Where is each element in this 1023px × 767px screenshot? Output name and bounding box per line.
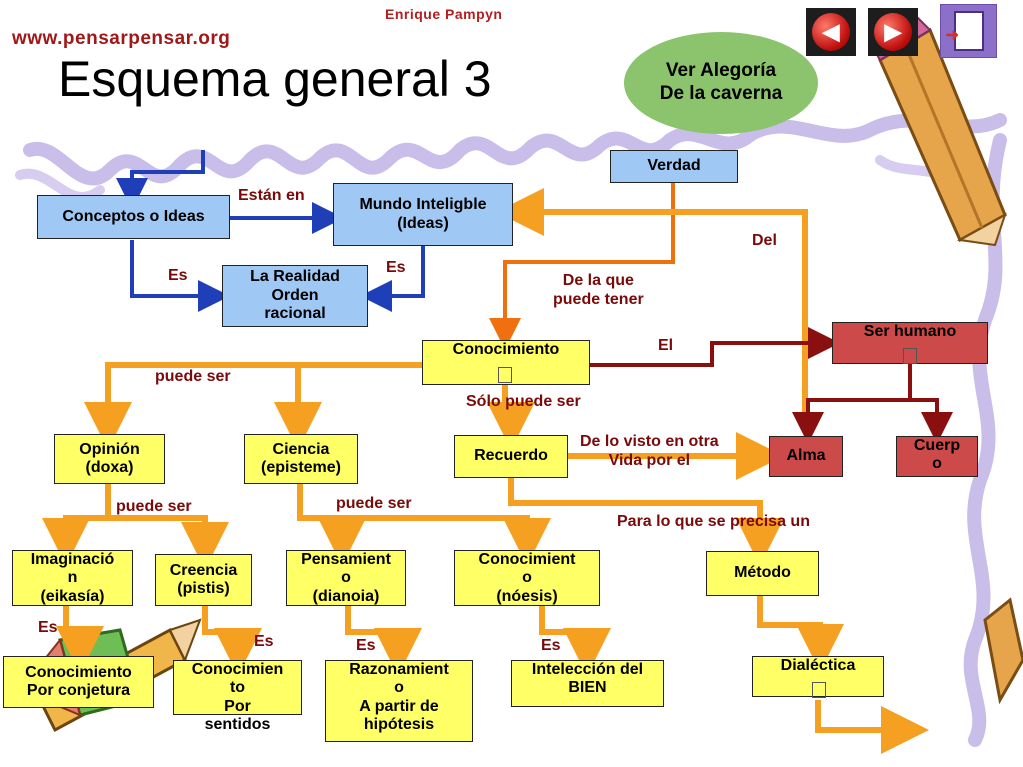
node-razonamiento[interactable]: Razonamient o A partir de hipótesis xyxy=(325,660,473,742)
placeholder-mark xyxy=(903,348,917,364)
connector-dialectica-out xyxy=(815,700,929,754)
label-es-conceptos: Es xyxy=(168,267,188,284)
connector-verdad-to-conocimiento xyxy=(489,183,675,350)
node-ciencia[interactable]: Ciencia (episteme) xyxy=(244,434,358,484)
label-es-pensamiento: Es xyxy=(356,637,376,654)
node-opinion[interactable]: Opinión (doxa) xyxy=(54,434,165,484)
node-metodo[interactable]: Método xyxy=(706,551,819,596)
connector-pensamiento-to-razonamiento xyxy=(345,606,422,676)
connector-conocimiento-to-ser-humano xyxy=(590,327,840,367)
connector-noesis-to-inteleccion xyxy=(539,606,611,676)
label-puede-ser-opinion: puede ser xyxy=(116,498,192,515)
label-es-mundo: Es xyxy=(386,259,406,276)
label-estan-en: Están en xyxy=(238,187,305,204)
label-solo-puede-ser: Sólo puede ser xyxy=(466,393,581,410)
label-es-noesis: Es xyxy=(541,637,561,654)
connector-top-to-conceptos xyxy=(116,150,205,210)
connector-conceptos-to-realidad xyxy=(130,240,230,312)
connector-imag-to-conjetura xyxy=(56,606,104,674)
exit-button[interactable]: ➜ xyxy=(940,4,997,58)
connector-to-creencia xyxy=(108,515,229,570)
node-imaginacion[interactable]: Imaginació n (eikasía) xyxy=(12,550,133,606)
connector-recuerdo-to-metodo xyxy=(508,478,784,566)
node-sentidos[interactable]: Conocimien to Por sentidos xyxy=(173,660,302,733)
label-puede-ser-conocimiento: puede ser xyxy=(155,368,231,385)
exit-door-icon: ➜ xyxy=(946,11,984,51)
node-conocimiento-noesis[interactable]: Conocimient o (nóesis) xyxy=(454,550,600,606)
label-el: El xyxy=(658,337,674,354)
node-alma[interactable]: Alma xyxy=(769,436,843,477)
placeholder-mark xyxy=(498,367,512,383)
label-de-lo-visto: De lo visto en otra Vida por el xyxy=(580,433,719,470)
connector-metodo-to-dialectica xyxy=(757,596,844,672)
purple-scribble-decoration xyxy=(23,113,1007,747)
node-recuerdo[interactable]: Recuerdo xyxy=(454,435,568,478)
connector-alma-to-mundo xyxy=(496,188,808,428)
connector-ciencia-branches xyxy=(297,484,366,566)
label-de-la-que: De la que puede tener xyxy=(553,272,644,309)
connector-ser-humano-branches xyxy=(792,364,912,444)
label-puede-ser-ciencia: puede ser xyxy=(336,495,412,512)
back-arrow-icon: ◀ xyxy=(812,13,850,51)
node-creencia[interactable]: Creencia (pistis) xyxy=(155,554,252,606)
node-inteleccion[interactable]: Intelección del BIEN xyxy=(511,660,664,707)
node-pensamiento[interactable]: Pensamient o (dianoia) xyxy=(286,550,406,606)
page-title: Esquema general 3 xyxy=(58,51,492,107)
connector-mundo-to-realidad xyxy=(360,246,425,312)
connector-conocimiento-to-recuerdo xyxy=(487,385,535,450)
cave-allegory-link[interactable]: Ver Alegoría De la caverna xyxy=(624,32,818,134)
connector-to-cuerpo xyxy=(910,398,953,444)
label-es-creencia: Es xyxy=(254,633,274,650)
node-mundo-inteligible[interactable]: Mundo Inteligble (Ideas) xyxy=(333,183,513,246)
connector-opinion-branches xyxy=(42,484,111,566)
label-para-lo-que: Para lo que se precisa un xyxy=(617,513,810,530)
node-verdad[interactable]: Verdad xyxy=(610,150,738,183)
connector-to-noesis xyxy=(342,515,551,566)
node-ser-humano[interactable]: Ser humano xyxy=(832,322,988,364)
forward-button[interactable]: ▶ xyxy=(868,8,918,56)
node-cuerpo[interactable]: Cuerp o xyxy=(896,436,978,477)
node-conjetura[interactable]: Conocimiento Por conjetura xyxy=(3,656,154,708)
author-name: Enrique Pampyn xyxy=(385,6,503,22)
placeholder-mark xyxy=(812,682,826,698)
website-url[interactable]: www.pensarpensar.org xyxy=(12,28,231,49)
label-es-imaginacion: Es xyxy=(38,619,58,636)
pencil-decoration-bottom-right xyxy=(983,597,1023,705)
label-del: Del xyxy=(752,232,777,249)
forward-arrow-icon: ▶ xyxy=(874,13,912,51)
node-realidad[interactable]: La Realidad Orden racional xyxy=(222,265,368,327)
connector-creencia-to-sentidos xyxy=(202,606,262,676)
back-button[interactable]: ◀ xyxy=(806,8,856,56)
node-conceptos[interactable]: Conceptos o Ideas xyxy=(37,195,230,239)
